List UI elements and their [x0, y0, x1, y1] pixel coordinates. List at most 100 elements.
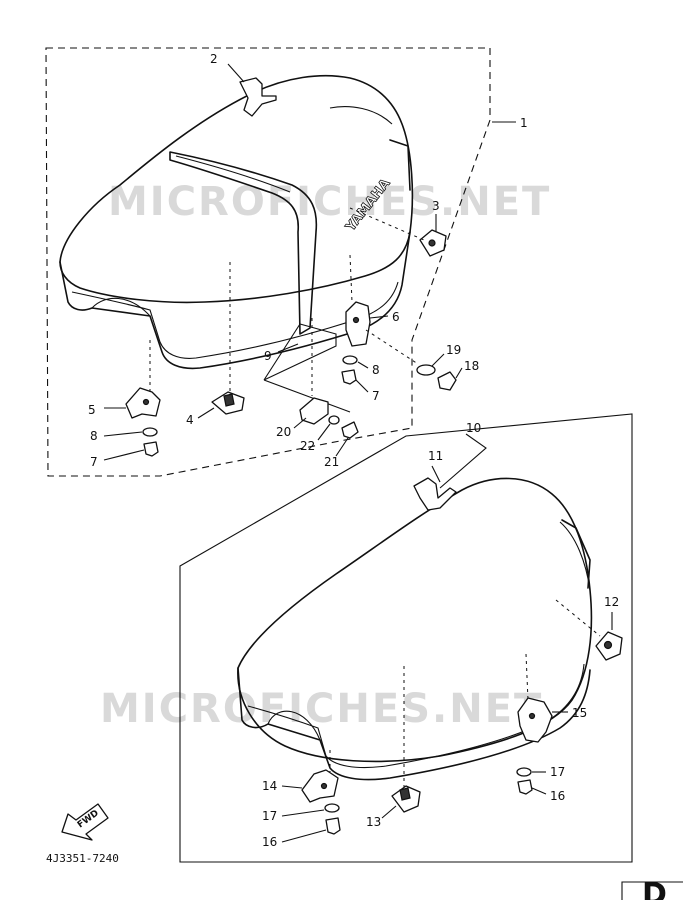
- callout-8-right: 8: [372, 363, 380, 377]
- watermark-top: MICROFICHES.NET: [108, 179, 551, 225]
- callout-8-left: 8: [90, 429, 98, 443]
- assembly-boundary-top: [45, 47, 491, 477]
- part-21-bolt: [341, 421, 359, 439]
- part-4-tab: [223, 393, 235, 407]
- part-3-hole: [428, 239, 436, 247]
- callout-7-right: 7: [372, 389, 380, 403]
- leader-8-right: [357, 361, 369, 369]
- part-8-washer-right: [342, 355, 358, 365]
- leader-17-left: [281, 809, 325, 817]
- dotline-15: [525, 653, 529, 701]
- dotline-6: [349, 254, 353, 303]
- callout-1: 1: [520, 116, 528, 130]
- leader-7-right: [355, 379, 369, 393]
- leader-21: [335, 437, 349, 457]
- watermark-bottom: MICROFICHES.NET: [100, 686, 543, 732]
- assembly-boundary-bottom: [179, 413, 633, 863]
- callout-21: 21: [324, 455, 339, 469]
- seat-assembly-bottom: [179, 413, 633, 863]
- callout-4: 4: [186, 413, 194, 427]
- dotline-12: [555, 599, 601, 637]
- leader-22: [317, 423, 331, 441]
- forward-arrow-icon: [61, 803, 109, 841]
- callout-11: 11: [428, 449, 443, 463]
- seat-10-body: [237, 477, 593, 763]
- callout-22: 22: [300, 439, 315, 453]
- part-8-washer-left: [142, 427, 158, 437]
- part-5-hole: [142, 398, 150, 406]
- callout-17-left: 17: [262, 809, 277, 823]
- leader-2: [227, 63, 245, 83]
- seat-1-skirt: [59, 231, 411, 370]
- part-6-bracket: [345, 301, 371, 347]
- part-18-bolt: [437, 371, 457, 391]
- part-7-bolt-left: [143, 441, 159, 457]
- part-16-bolt-right: [517, 779, 533, 795]
- part-15-hole: [528, 712, 536, 720]
- seat-10-skirt-inner: [247, 663, 585, 769]
- leader-16-right: [531, 787, 547, 795]
- leader-7-left: [103, 449, 145, 461]
- seat-1-body: [59, 74, 414, 304]
- callout-17-right: 17: [550, 765, 565, 779]
- leader-8-left: [103, 431, 143, 437]
- seat-1-tail-edge: [389, 139, 411, 191]
- leader-19: [431, 353, 445, 367]
- leader-4: [197, 407, 215, 419]
- dotline-19: [365, 329, 419, 365]
- seat-10-tail-edge: [561, 519, 591, 589]
- callout-2: 2: [210, 52, 218, 66]
- leader-13: [381, 805, 397, 819]
- corner-frame: [621, 881, 683, 900]
- callout-19: 19: [446, 343, 461, 357]
- seat-10-underside: [267, 710, 321, 741]
- part-13-tab: [399, 787, 411, 801]
- part-14-hole: [320, 782, 328, 790]
- callout-3: 3: [432, 199, 440, 213]
- part-5-bracket: [125, 387, 161, 419]
- diagram-code: 4J3351-7240: [46, 852, 119, 865]
- callout-16-left: 16: [262, 835, 277, 849]
- seat-1-strap: [169, 151, 318, 335]
- part-20-nut: [299, 397, 329, 425]
- seat-1-underside: [91, 297, 151, 317]
- leader-10: [439, 433, 487, 489]
- leader-16-left: [281, 829, 327, 843]
- seat-1-strap-stitch: [175, 155, 291, 193]
- callout-7-left: 7: [90, 455, 98, 469]
- callout-6: 6: [392, 310, 400, 324]
- part-19-washer: [416, 364, 436, 376]
- leader-20: [293, 417, 307, 429]
- part-6-hole: [352, 316, 360, 324]
- part-11-hook: [413, 477, 457, 511]
- part-22-washer: [328, 415, 340, 425]
- part-14-bracket: [301, 769, 339, 803]
- callout-12: 12: [604, 595, 619, 609]
- part-15-bracket: [517, 697, 553, 743]
- corner-mark: D: [642, 877, 667, 900]
- callout-9: 9: [264, 349, 272, 363]
- leader-18: [455, 367, 463, 379]
- leader-6: [369, 315, 389, 319]
- part-17-washer-right: [516, 767, 532, 777]
- callout-5: 5: [88, 403, 96, 417]
- seat-1-hump-line: [329, 106, 393, 125]
- sub-box-9: [263, 323, 351, 413]
- callout-10: 10: [466, 421, 481, 435]
- callout-20: 20: [276, 425, 291, 439]
- callout-16-right: 16: [550, 789, 565, 803]
- callout-14: 14: [262, 779, 277, 793]
- part-16-bolt-left: [325, 817, 341, 835]
- callout-labels: 1 2 3 4 5 6 7 7 8 8 9 10 11 12 13 14 15 …: [88, 52, 619, 849]
- seat-10-skirt: [237, 667, 591, 781]
- callout-18: 18: [464, 359, 479, 373]
- part-2-hook: [239, 77, 277, 117]
- callout-15: 15: [572, 706, 587, 720]
- forward-arrow: FWD: [61, 803, 109, 841]
- leader-11: [431, 465, 441, 483]
- part-17-washer-left: [324, 803, 340, 813]
- part-12-hole: [603, 640, 613, 650]
- leader-14: [281, 785, 303, 789]
- leader-9: [277, 343, 299, 353]
- callout-13: 13: [366, 815, 381, 829]
